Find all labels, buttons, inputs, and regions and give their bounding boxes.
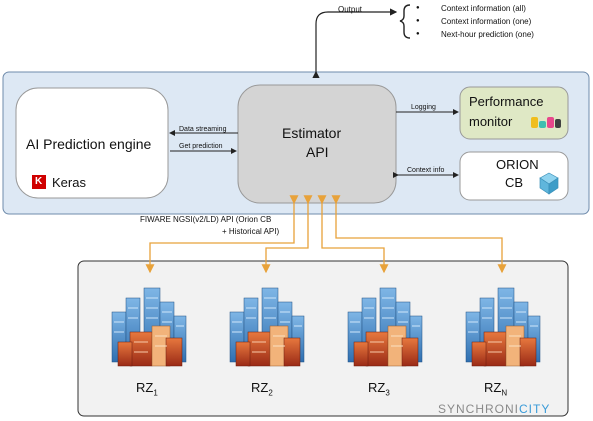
output-item: Context information (all) <box>441 4 526 13</box>
zone-label: RZ3 <box>368 380 390 398</box>
zone-prefix: RZ <box>251 380 269 395</box>
orion-subtitle: CB <box>505 175 524 190</box>
zone-prefix: RZ <box>136 380 154 395</box>
bullet-icon: ● <box>416 18 420 24</box>
estimator-subtitle: API <box>306 144 329 160</box>
output-item: Next-hour prediction (one) <box>441 30 534 39</box>
output-label: Output <box>338 5 363 14</box>
orion-cube-icon <box>539 172 559 195</box>
zone-label: RZ1 <box>136 380 158 398</box>
output-item: Context information (one) <box>441 17 532 26</box>
synchronicity-logo: SYNCHRONICITY <box>438 402 550 416</box>
data-streaming-label: Data streaming <box>179 126 227 133</box>
zone2-connector <box>261 195 313 274</box>
output-brace <box>399 4 411 39</box>
zone-subscript: N <box>501 388 508 398</box>
ai-engine-title: AI Prediction engine <box>26 136 152 152</box>
ai-engine-box <box>15 87 169 199</box>
zone-label: RZ2 <box>251 380 273 398</box>
zone-prefix: RZ <box>368 380 386 395</box>
brand-part2: CITY <box>519 402 551 416</box>
bullet-icon: ● <box>416 5 420 11</box>
zoneN-connector <box>331 195 507 274</box>
zone-subscript: 3 <box>385 388 390 398</box>
output-arrow <box>312 8 398 78</box>
get-prediction-label: Get prediction <box>179 143 223 150</box>
estimator-box <box>237 84 397 204</box>
zone-prefix: RZ <box>484 380 502 395</box>
bullet-icon: ● <box>416 31 420 37</box>
fiware-label-line1: FIWARE NGSI(v2/LD) API (Orion CB <box>140 215 272 224</box>
performance-title: Performance <box>469 94 544 109</box>
keras-logo-icon <box>32 175 46 189</box>
context-info-label: Context info <box>407 167 445 174</box>
logging-label: Logging <box>411 104 436 111</box>
zone-subscript: 2 <box>268 388 273 398</box>
zone-label: RZN <box>484 380 507 398</box>
zone-subscript: 1 <box>153 388 158 398</box>
performance-subtitle: monitor <box>469 114 513 129</box>
orion-title: ORION <box>496 157 539 172</box>
brand-part1: SYNCHRONI <box>438 402 520 416</box>
keras-badge: K <box>35 176 43 187</box>
estimator-title: Estimator <box>282 125 342 141</box>
elk-logo-icon <box>531 117 561 128</box>
fiware-label-line2: + Historical API) <box>222 227 280 236</box>
keras-label: Keras <box>52 175 86 190</box>
